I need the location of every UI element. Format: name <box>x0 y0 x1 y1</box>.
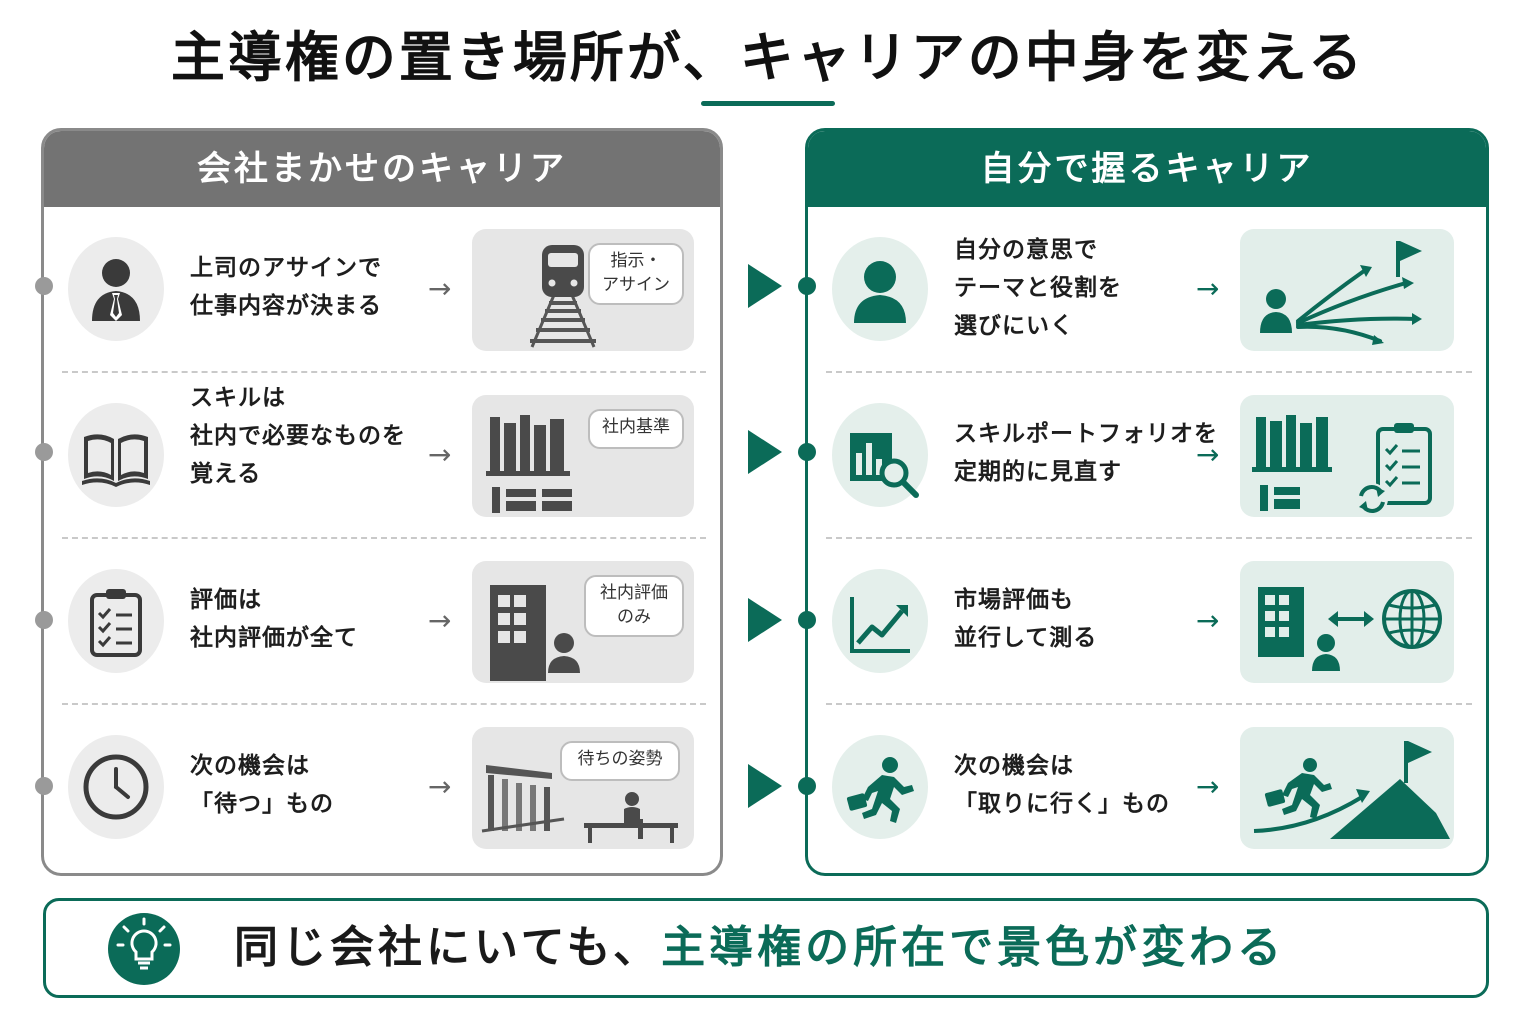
conclusion-text-plain: 同じ会社にいても、 <box>234 922 662 973</box>
play-arrow-icon <box>748 764 782 808</box>
text-line: テーマと役割を <box>954 275 1122 301</box>
left-row-assignment: 上司のアサインで 仕事内容が決まる → <box>44 207 720 373</box>
person-multiple-paths-flag-icon <box>1240 229 1454 351</box>
self-driven-career-panel: 自分で握るキャリア 自分の意思で テーマと役割を 選びにいく → <box>805 128 1489 876</box>
arrow-right-icon: → <box>1196 272 1220 305</box>
row-divider <box>826 537 1472 539</box>
right-row-portfolio: スキルポートフォリオを 定期的に見直す → <box>808 373 1486 539</box>
text-line: 次の機会は <box>954 753 1074 779</box>
trend-chart-icon <box>832 569 928 673</box>
lightbulb-icon <box>108 913 180 985</box>
left-row-3-text: 評価は 社内評価が全て <box>190 581 358 657</box>
text-line: スキルは <box>190 385 286 411</box>
building-globe-exchange-icon <box>1240 561 1454 683</box>
bubble-line: 社内基準 <box>602 417 670 437</box>
left-row-evaluation: 評価は 社内評価が全て → 社内評価 のみ <box>44 539 720 705</box>
checklist-clipboard-icon <box>68 569 164 673</box>
bubble-line: 社内評価 <box>600 583 668 603</box>
play-arrow-icon <box>748 598 782 642</box>
right-row-market: 市場評価も 並行して測る → <box>808 539 1486 705</box>
arrow-right-icon: → <box>1196 770 1220 803</box>
company-led-career-panel: 会社まかせのキャリア 上司のアサインで 仕事内容が決まる → <box>41 128 723 876</box>
text-line: 選びにいく <box>954 313 1074 339</box>
bookshelf-icon: 社内基準 <box>472 395 694 517</box>
person-icon <box>832 237 928 341</box>
text-line: 社内で必要なものを <box>190 423 406 449</box>
right-row-choose: 自分の意思で テーマと役割を 選びにいく → <box>808 207 1486 373</box>
text-line: 並行して測る <box>954 625 1098 651</box>
arrow-right-icon: → <box>1196 604 1220 637</box>
arrow-right-icon: → <box>428 438 452 471</box>
right-row-seize: 次の機会は 「取りに行く」もの → <box>808 705 1486 871</box>
left-row-4-text: 次の機会は 「待つ」もの <box>190 747 334 823</box>
open-book-icon <box>68 403 164 507</box>
text-line: 市場評価も <box>954 587 1074 613</box>
speech-bubble: 指示・ アサイン <box>588 243 684 305</box>
arrow-right-icon: → <box>428 272 452 305</box>
text-line: 定期的に見直す <box>954 459 1122 485</box>
play-arrow-icon <box>748 264 782 308</box>
left-row-opportunity: 次の機会は 「待つ」もの → 待ちの姿勢 <box>44 705 720 871</box>
office-building-person-icon: 社内評価 のみ <box>472 561 694 683</box>
speech-bubble: 社内基準 <box>588 409 684 449</box>
bubble-line: アサイン <box>602 275 670 295</box>
connector-dot <box>35 777 53 795</box>
right-row-4-text: 次の機会は 「取りに行く」もの <box>954 747 1170 823</box>
running-person-briefcase-icon <box>832 735 928 839</box>
text-line: 評価は <box>190 587 262 613</box>
text-line: 仕事内容が決まる <box>190 293 382 319</box>
text-line: 次の機会は <box>190 753 310 779</box>
page-title: 主導権の置き場所が、キャリアの中身を変える <box>170 26 1366 89</box>
text-line: スキルポートフォリオを <box>954 421 1218 447</box>
bubble-line: 指示・ <box>610 251 662 271</box>
speech-bubble: 待ちの姿勢 <box>560 741 680 781</box>
books-clipboard-refresh-icon <box>1240 395 1454 517</box>
speech-bubble: 社内評価 のみ <box>584 575 684 637</box>
row-divider <box>62 703 706 705</box>
right-row-2-text: スキルポートフォリオを 定期的に見直す <box>954 415 1218 491</box>
row-divider <box>62 371 706 373</box>
bubble-line: 待ちの姿勢 <box>577 749 663 769</box>
conclusion-text-accent: 主導権の所在で景色が変わる <box>661 922 1286 973</box>
left-row-skills: スキルは 社内で必要なものを 覚える → 社内基準 <box>44 373 720 539</box>
title-underline <box>701 101 835 106</box>
text-line: 自分の意思で <box>954 237 1098 263</box>
left-panel-header: 会社まかせのキャリア <box>44 131 720 207</box>
connector-dot <box>35 611 53 629</box>
text-line: 覚える <box>190 461 262 487</box>
bubble-line: のみ <box>617 607 651 627</box>
left-row-1-text: 上司のアサインで 仕事内容が決まる <box>190 249 382 325</box>
chart-magnifier-icon <box>832 403 928 507</box>
row-divider <box>826 371 1472 373</box>
conclusion-text: 同じ会社にいても、主導権の所在で景色が変わる <box>234 917 1285 979</box>
arrow-right-icon: → <box>1196 438 1220 471</box>
bench-waiting-person-icon: 待ちの姿勢 <box>472 727 694 849</box>
left-row-2-text: スキルは 社内で必要なものを 覚える <box>190 379 406 493</box>
connector-dot <box>35 277 53 295</box>
clock-icon <box>68 735 164 839</box>
text-line: 「取りに行く」もの <box>954 791 1170 817</box>
right-panel-header: 自分で握るキャリア <box>808 131 1486 207</box>
right-row-3-text: 市場評価も 並行して測る <box>954 581 1097 657</box>
connector-dot <box>35 443 53 461</box>
text-line: 「待つ」もの <box>190 791 334 817</box>
conclusion-banner: 同じ会社にいても、主導権の所在で景色が変わる <box>43 898 1489 998</box>
arrow-right-icon: → <box>428 770 452 803</box>
railway-track-train-icon: 指示・ アサイン <box>472 229 694 351</box>
row-divider <box>62 537 706 539</box>
play-arrow-icon <box>748 430 782 474</box>
row-divider <box>826 703 1472 705</box>
businessman-icon <box>68 237 164 341</box>
arrow-right-icon: → <box>428 604 452 637</box>
runner-climbing-mountain-flag-icon <box>1240 727 1454 849</box>
text-line: 社内評価が全て <box>190 625 358 651</box>
text-line: 上司のアサインで <box>190 255 382 281</box>
right-row-1-text: 自分の意思で テーマと役割を 選びにいく <box>954 231 1122 345</box>
